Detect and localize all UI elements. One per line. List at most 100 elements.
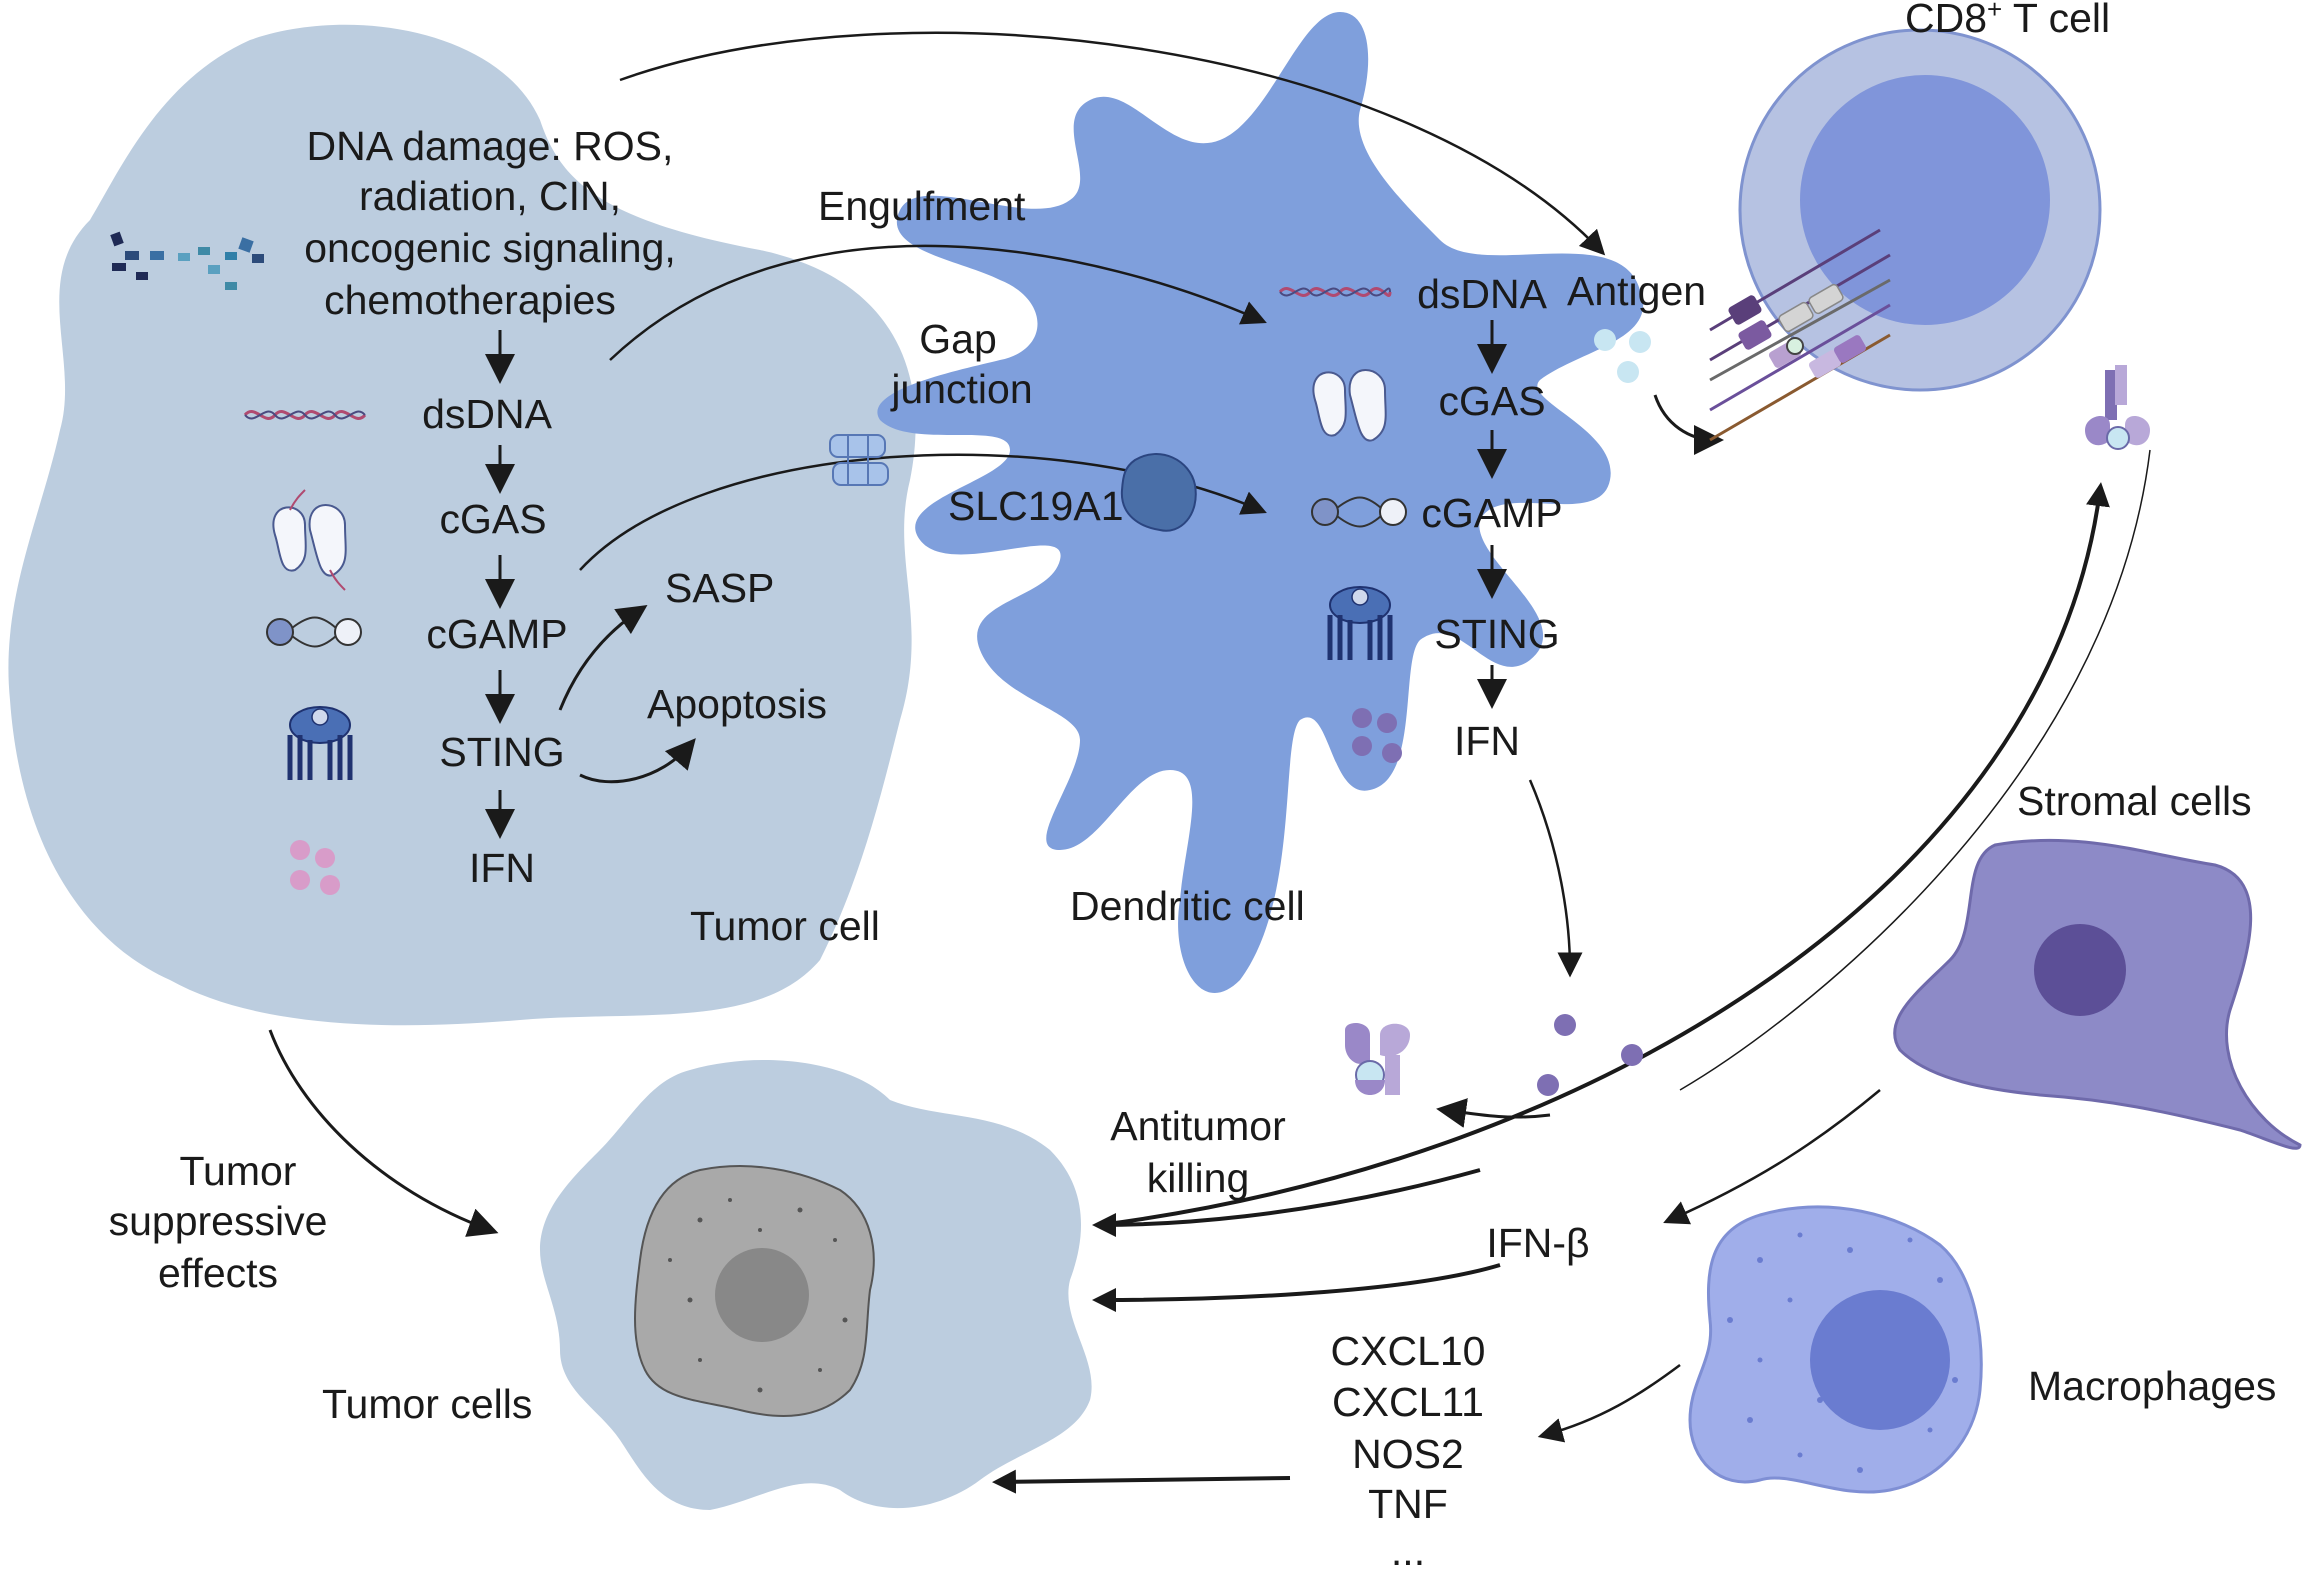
sting-receptor-icon	[287, 706, 353, 780]
tumor-cell-body	[8, 24, 916, 1026]
cytokine-cxcl11-label: CXCL11	[1332, 1379, 1484, 1425]
ifn-cluster-icon	[290, 840, 340, 895]
dc-cgas-enzyme-icon	[1312, 369, 1387, 442]
cgas-enzyme-icon	[272, 489, 347, 591]
dna-damage-line-3: oncogenic signaling,	[304, 225, 676, 271]
speckle-dot	[797, 1207, 803, 1213]
tcr-complex-icon	[1709, 228, 1891, 442]
dc-cgamp-dimer-icon	[1311, 496, 1407, 528]
dc-dsdna-label: dsDNA	[1417, 271, 1548, 317]
gap-junction-label-2: junction	[890, 366, 1032, 412]
dying-cell-nucleus	[715, 1248, 809, 1342]
speckle-dot	[758, 1228, 762, 1232]
speckle-dot	[1907, 1237, 1913, 1243]
antitumor-killing-label-1: Antitumor	[1110, 1103, 1285, 1149]
tumor-sting-label: STING	[439, 729, 564, 775]
tumor-suppressive-label-2: suppressive	[109, 1198, 328, 1244]
tumor-cgamp-label: cGAMP	[426, 611, 567, 657]
t-cell-label-tail: T cell	[2002, 0, 2110, 41]
speckle-dot	[818, 1368, 822, 1372]
dc-ifn-cluster-icon	[1352, 708, 1402, 763]
stromal-to-ifn-arrow	[1663, 1089, 1881, 1225]
t-cell-activation-arrow	[1099, 482, 2110, 1227]
dc-to-t-cell-curve	[1679, 449, 2151, 1091]
speckle-dot	[1787, 1297, 1793, 1303]
dc-sting-receptor-icon	[1327, 586, 1393, 660]
speckle-dot	[833, 1238, 837, 1242]
speckle-dot	[687, 1297, 693, 1303]
antitumor-killing-label-2: killing	[1147, 1155, 1250, 1201]
speckle-dot	[1937, 1277, 1943, 1283]
speckle-dot	[697, 1217, 703, 1223]
speckle-dot	[1797, 1452, 1803, 1458]
cytokine-more-label: ...	[1391, 1528, 1425, 1572]
speckle-dot	[1747, 1417, 1753, 1423]
engulfment-arrow	[609, 244, 1267, 361]
speckle-dot	[1797, 1232, 1803, 1238]
apoptosis-label: Apoptosis	[647, 681, 827, 727]
gap-junction-label-1: Gap	[919, 316, 997, 362]
slc19a1-label: SLC19A1	[948, 483, 1124, 529]
t-cell-label-main: CD8	[1905, 0, 1987, 41]
sasp-label: SASP	[665, 565, 774, 611]
tumor-suppressive-label-1: Tumor	[180, 1148, 297, 1194]
dc-ifn-secretion-arrow	[1528, 779, 1583, 978]
macrophage-nucleus	[1810, 1290, 1950, 1430]
dendritic-cell-label: Dendritic cell	[1070, 883, 1305, 929]
cytokine-arrow	[992, 1469, 1291, 1494]
t-cell-nucleus	[1800, 75, 2050, 325]
speckle-dot	[1952, 1377, 1958, 1383]
macrophage-to-cytokine-arrow	[1537, 1363, 1681, 1443]
speckle-dot	[1727, 1317, 1733, 1323]
sasp-arrow	[558, 605, 648, 711]
antigen-particles-icon	[1594, 329, 1651, 383]
secreted-ifn-dots-icon	[1537, 1014, 1643, 1096]
ifn-receptor-icon	[2085, 365, 2150, 450]
speckle-dot	[1847, 1247, 1853, 1253]
speckle-dot	[757, 1387, 763, 1393]
cell-speckles	[668, 1198, 1958, 1473]
ifn-beta-arrow	[1092, 1263, 1501, 1312]
ifn-to-receptor-arrow	[1436, 1098, 1551, 1128]
speckle-dot	[1927, 1427, 1933, 1433]
apoptosis-arrow	[579, 738, 696, 784]
speckle-dot	[1757, 1257, 1763, 1263]
tumor-to-antigen-arrow	[619, 31, 1606, 256]
tumor-cells-label: Tumor cells	[322, 1381, 532, 1427]
dc-cgas-label: cGAS	[1438, 378, 1545, 424]
tumor-cgas-label: cGAS	[439, 496, 546, 542]
ifn-beta-label: IFN-β	[1486, 1220, 1589, 1266]
speckle-dot	[1817, 1397, 1823, 1403]
cgamp-dimer-icon	[266, 616, 362, 648]
slc19a1-transporter-icon	[1120, 453, 1197, 532]
gap-junction-channel-icon	[829, 434, 889, 486]
speckle-dot	[728, 1198, 732, 1202]
dc-ifn-receptor-icon	[1345, 1023, 1410, 1095]
t-cell-label: CD8+ T cell	[1905, 0, 2110, 41]
speckle-dot	[668, 1258, 672, 1262]
speckle-dot	[698, 1358, 702, 1362]
dna-damage-line-4: chemotherapies	[324, 277, 616, 323]
dc-ifn-label: IFN	[1454, 718, 1520, 764]
dna-damage-line-1: DNA damage: ROS,	[307, 123, 674, 169]
tumor-dsdna-label: dsDNA	[422, 391, 553, 437]
macrophages-label: Macrophages	[2028, 1363, 2276, 1409]
dc-sting-label: STING	[1434, 611, 1559, 657]
dna-damage-fragments-icon	[110, 231, 264, 290]
dc-cgamp-label: cGAMP	[1421, 490, 1562, 536]
t-cell-label-superscript: +	[1987, 0, 2002, 24]
cytokine-nos2-label: NOS2	[1352, 1431, 1464, 1477]
stromal-cell-nucleus	[2034, 924, 2126, 1016]
cytokine-cxcl10-label: CXCL10	[1331, 1328, 1486, 1374]
speckle-dot	[1857, 1467, 1863, 1473]
dc-dna-strand-icon	[1278, 287, 1392, 297]
tumor-suppressive-label-3: effects	[158, 1250, 278, 1296]
diagram-labels: DNA damage: ROS, radiation, CIN, oncogen…	[109, 0, 2277, 1572]
cytokine-tnf-label: TNF	[1368, 1481, 1448, 1527]
tumor-suppressive-arrow	[268, 1029, 499, 1237]
stromal-cells-label: Stromal cells	[2017, 778, 2252, 824]
tumor-cell-label: Tumor cell	[690, 903, 880, 949]
engulfment-label: Engulfment	[818, 183, 1026, 229]
dna-damage-line-2: radiation, CIN,	[359, 173, 621, 219]
